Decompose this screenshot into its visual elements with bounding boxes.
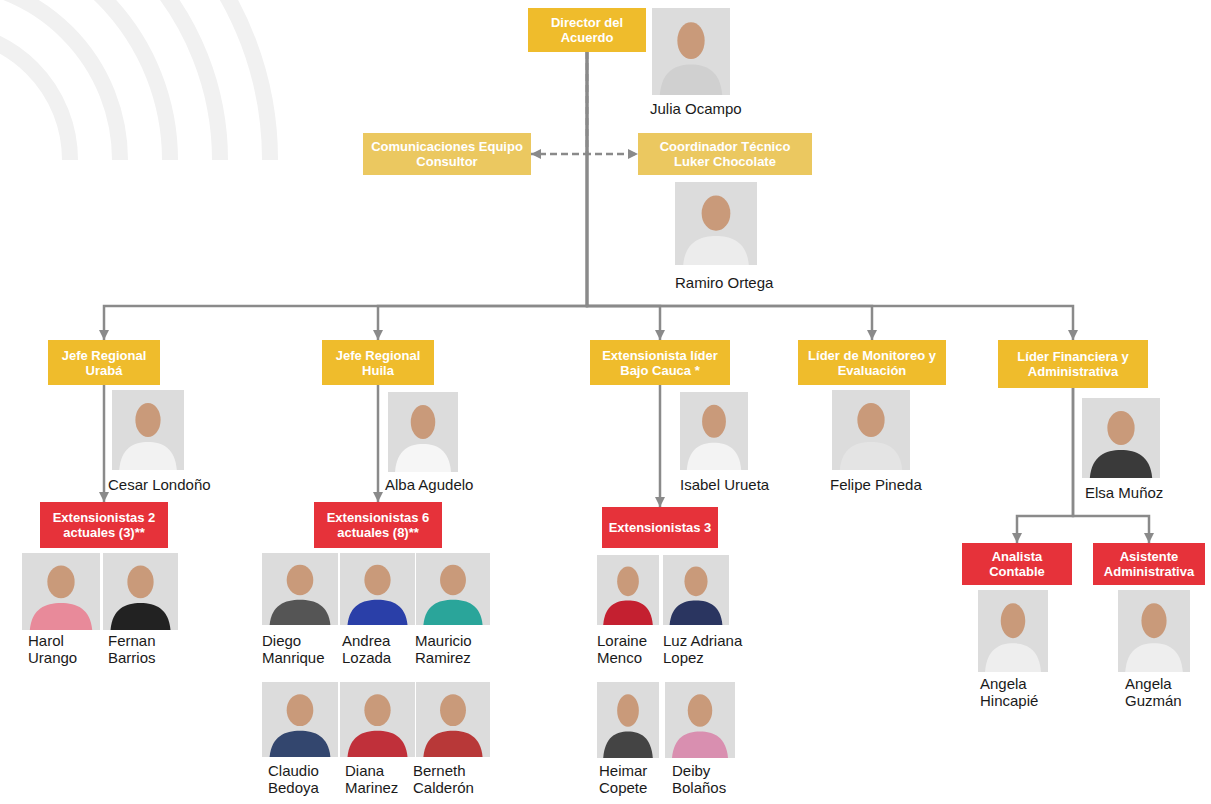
person-name: Fernan Barrios [108, 632, 178, 666]
person-name: Ramiro Ortega [675, 274, 805, 291]
person-name: Loraine Menco [597, 632, 659, 666]
role-title: Comunicaciones Equipo Consultor [367, 139, 527, 169]
role-box: Director del Acuerdo [528, 8, 646, 52]
connector [587, 52, 1073, 340]
role-title: Extensionistas 2 actuales (3)** [44, 510, 164, 540]
connector [659, 385, 662, 507]
person-name: Angela Hincapié [980, 675, 1055, 709]
person-photos [22, 8, 1190, 758]
person-name: Mauricio Ramirez [415, 632, 491, 666]
role-title: Coordinador Técnico Luker Chocolate [642, 139, 808, 169]
person-name: Elsa Muñoz [1085, 484, 1195, 501]
role-title: Analista Contable [966, 549, 1068, 579]
connector [103, 385, 106, 502]
role-title: Asistente Administrativa [1097, 549, 1201, 579]
role-box: Comunicaciones Equipo Consultor [363, 133, 531, 175]
role-title: Jefe Regional Urabá [52, 348, 156, 378]
person-name: Cesar Londoño [108, 476, 238, 493]
role-box: Extensionista líder Bajo Cauca * [590, 340, 730, 385]
person-name: Diana Marinez [345, 762, 417, 796]
role-title: Director del Acuerdo [532, 15, 642, 45]
role-title: Líder de Monitoreo y Evaluación [802, 348, 942, 378]
connector [587, 52, 872, 340]
person-name: Berneth Calderón [413, 762, 493, 796]
role-title: Extensionistas 6 actuales (8)** [318, 510, 438, 540]
connector [587, 52, 638, 154]
connector [587, 52, 660, 340]
role-title: Extensionista líder Bajo Cauca * [594, 348, 726, 378]
role-box: Líder Financiera y Administrativa [998, 340, 1148, 388]
person-name: Luz Adriana Lopez [663, 632, 758, 666]
connector [1073, 388, 1149, 543]
person-name: Angela Guzmán [1125, 675, 1200, 709]
team-box: Analista Contable [962, 543, 1072, 585]
person-name: Alba Agudelo [385, 476, 495, 493]
role-title: Jefe Regional Huila [326, 348, 430, 378]
team-box: Asistente Administrativa [1093, 543, 1205, 585]
person-name: Andrea Lozada [342, 632, 414, 666]
team-box: Extensionistas 6 actuales (8)** [314, 502, 442, 548]
person-name: Isabel Urueta [680, 476, 790, 493]
person-name: Diego Manrique [262, 632, 338, 666]
connector [378, 52, 587, 340]
person-name: Deiby Bolaños [672, 762, 737, 796]
person-name: Harol Urango [28, 632, 98, 666]
role-box: Jefe Regional Huila [322, 340, 434, 385]
role-box: Jefe Regional Urabá [48, 340, 160, 385]
role-title: Líder Financiera y Administrativa [1002, 349, 1144, 379]
person-name: Heimar Copete [599, 762, 661, 796]
team-box: Extensionistas 3 [602, 507, 718, 548]
role-box: Líder de Monitoreo y Evaluación [798, 340, 946, 385]
person-name: Felipe Pineda [830, 476, 940, 493]
fingerprint-watermark [0, 0, 270, 160]
connector [531, 52, 587, 154]
connector [1017, 388, 1073, 543]
role-title: Extensionistas 3 [609, 520, 712, 535]
role-box: Coordinador Técnico Luker Chocolate [638, 133, 812, 175]
connector [104, 52, 587, 340]
team-box: Extensionistas 2 actuales (3)** [40, 502, 168, 548]
connector [377, 385, 380, 502]
person-name: Julia Ocampo [650, 100, 760, 117]
person-name: Claudio Bedoya [268, 762, 338, 796]
